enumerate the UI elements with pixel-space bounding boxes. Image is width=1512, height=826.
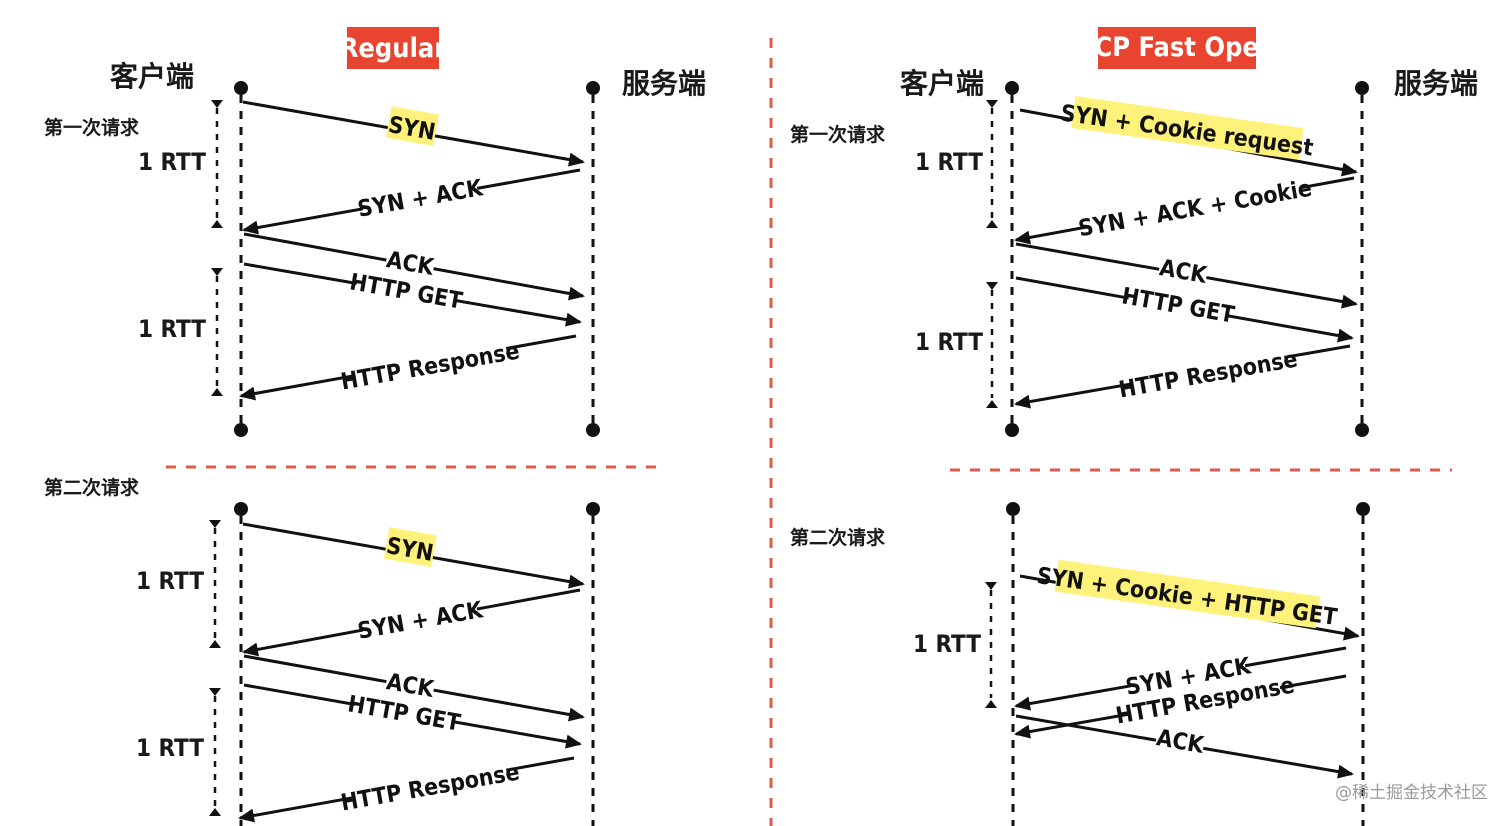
msg-syn-cookie-request: SYN + Cookie request bbox=[1059, 100, 1315, 161]
msg-tfo-httpresp-1: HTTP Response bbox=[1117, 346, 1300, 403]
tfo-server-label: 服务端 bbox=[1394, 67, 1478, 100]
regular-title: Regular bbox=[340, 33, 447, 64]
rtt-label-2: 1 RTT bbox=[138, 315, 206, 343]
tfo-rtt-label-1: 1 RTT bbox=[915, 148, 983, 176]
tfo-client-label: 客户端 bbox=[900, 67, 984, 100]
rtt-label-4: 1 RTT bbox=[136, 734, 204, 762]
first-request-label: 第一次请求 bbox=[44, 116, 140, 139]
msg-httpresp-2: HTTP Response bbox=[339, 759, 522, 816]
tfo-rtt-label-3: 1 RTT bbox=[913, 630, 981, 658]
msg-httpresp-1: HTTP Response bbox=[339, 338, 522, 395]
tfo-rtt-label-2: 1 RTT bbox=[915, 328, 983, 356]
tfo-first-request-label: 第一次请求 bbox=[790, 123, 886, 146]
tfo-title-badge bbox=[1098, 27, 1256, 69]
regular-panel: Regular 客户端 服务端 第一次请求 第二次请求 1 RTT 1 RTT … bbox=[44, 27, 706, 826]
client-label: 客户端 bbox=[110, 60, 194, 93]
watermark: @稀土掘金技术社区 bbox=[1335, 783, 1488, 803]
second-request-label: 第二次请求 bbox=[44, 476, 140, 499]
server-label: 服务端 bbox=[622, 67, 706, 100]
tfo-panel: TCP Fast Open 客户端 服务端 第一次请求 第二次请求 1 RTT … bbox=[790, 27, 1478, 826]
rtt-label-1: 1 RTT bbox=[138, 148, 206, 176]
tfo-second-request-label: 第二次请求 bbox=[790, 526, 886, 549]
rtt-label-3: 1 RTT bbox=[136, 567, 204, 595]
regular-title-badge bbox=[347, 27, 439, 69]
tfo-title: TCP Fast Open bbox=[1078, 32, 1276, 63]
